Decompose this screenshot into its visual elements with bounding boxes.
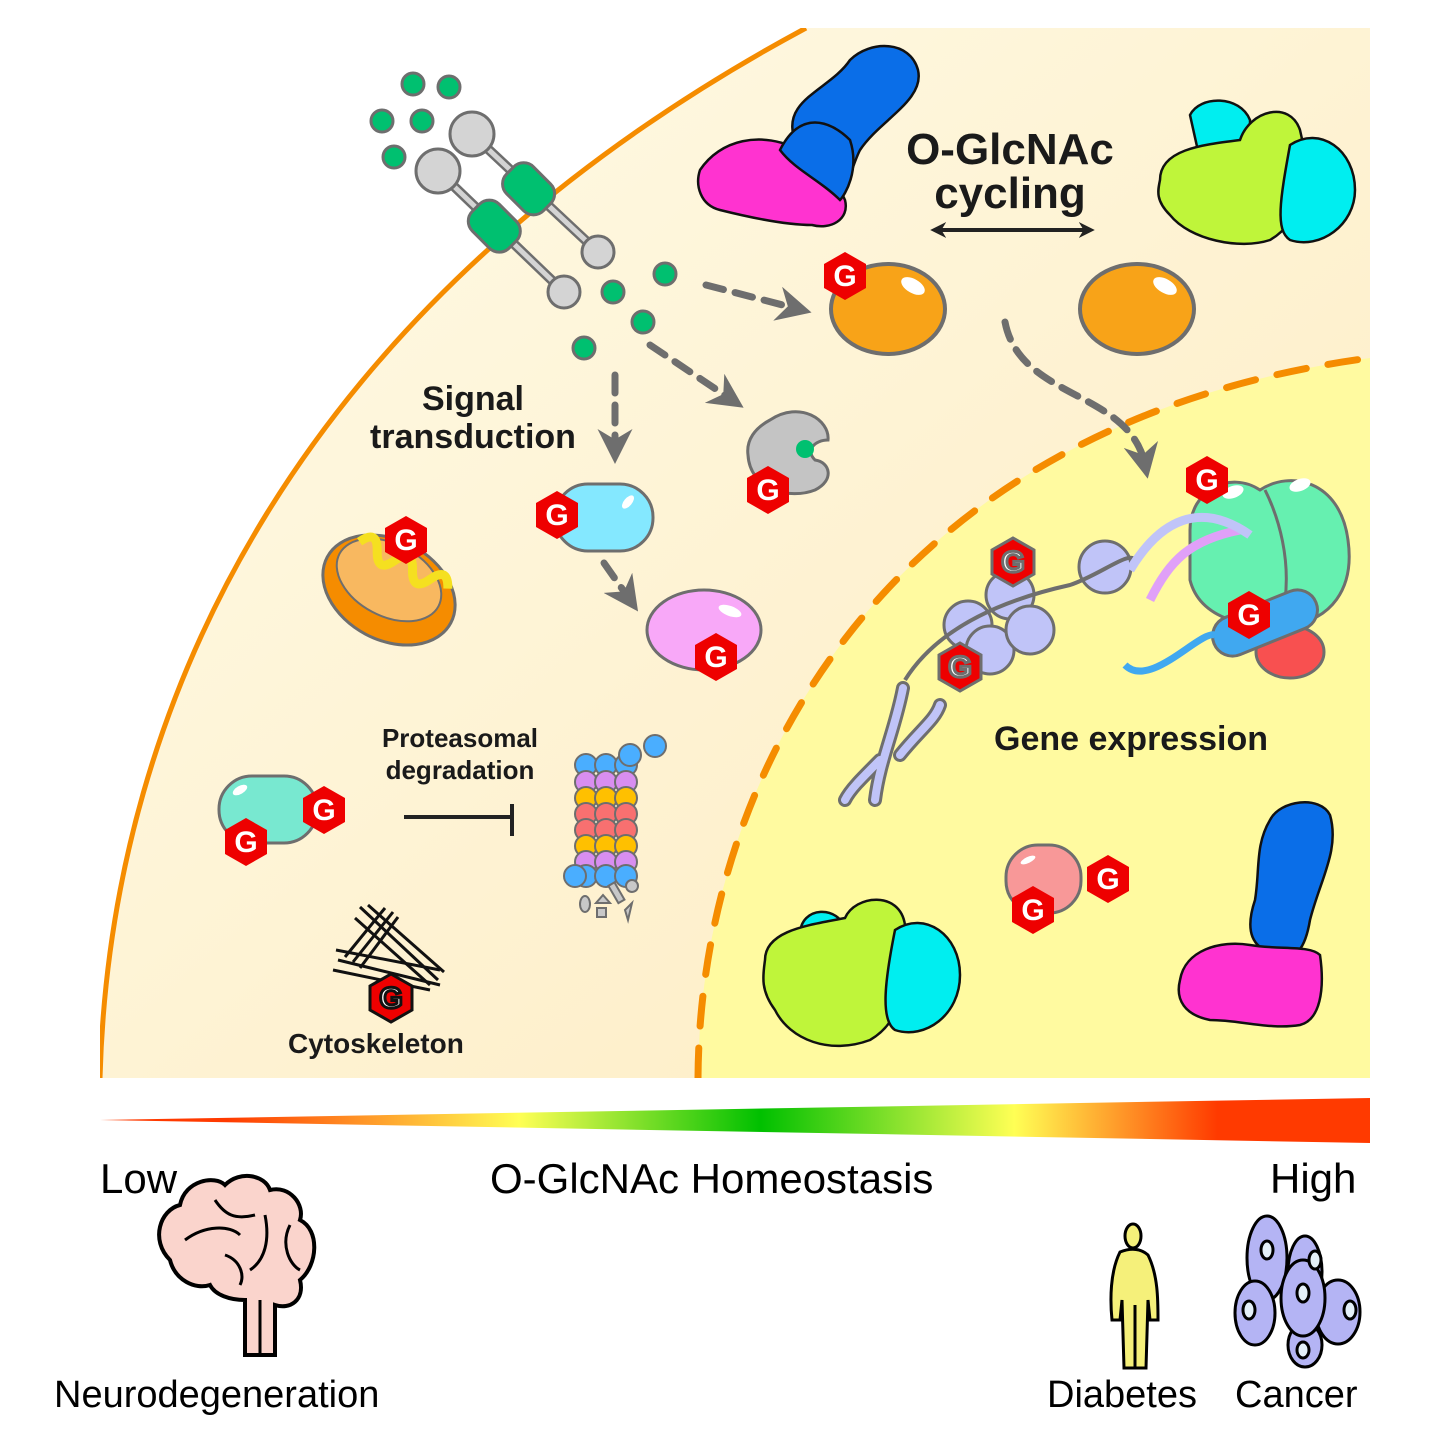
signal-label-line2: transduction xyxy=(370,418,576,456)
oga-structure-top-icon xyxy=(1157,99,1357,246)
scale-title: O-GlcNAc Homeostasis xyxy=(490,1155,934,1202)
signal-arrows xyxy=(597,281,1159,612)
plasma-membrane xyxy=(100,28,808,1078)
gray-enzyme-icon xyxy=(746,410,830,514)
chromosome-icon xyxy=(838,681,947,807)
disease-diabetes: Diabetes xyxy=(1047,1374,1197,1416)
intracellular-ligands xyxy=(571,261,678,361)
extracellular-ligands xyxy=(369,71,462,170)
teal-protein-glycosylated xyxy=(217,774,345,866)
nucleosomes-icon xyxy=(903,536,1137,693)
cycling-label-line2: cycling xyxy=(934,169,1086,218)
ogt-structure-top-icon xyxy=(696,44,920,228)
orange-protein-unmodified xyxy=(1078,262,1196,356)
gene-expression-label: Gene expression xyxy=(994,720,1269,758)
cytoskeleton-icon xyxy=(332,903,445,1024)
proteasome-icon xyxy=(563,734,667,924)
cycling-label-line1: O-GlcNAc xyxy=(906,125,1114,174)
pink-protein xyxy=(645,588,763,681)
scale-high-label: High xyxy=(1270,1155,1357,1202)
scale-low-label: Low xyxy=(100,1155,178,1202)
oga-structure-bottom-icon xyxy=(762,898,962,1048)
cycling-label: O-GlcNAc cycling xyxy=(880,128,1140,216)
receptor-dimer-icon xyxy=(414,110,616,310)
cytoskeleton-label: Cytoskeleton xyxy=(288,1028,464,1059)
proteasome-label-line2: degradation xyxy=(385,755,535,785)
mitochondrion-icon xyxy=(321,516,457,647)
proteasome-label-line1: Proteasomal xyxy=(381,723,539,753)
orange-protein-glycosylated xyxy=(824,252,947,356)
nuclear-envelope-dashed xyxy=(694,354,1370,1078)
ogt-structure-bottom-icon xyxy=(1177,801,1334,1028)
disease-neurodegeneration: Neurodegeneration xyxy=(54,1374,380,1416)
signal-transduction-label: Signal transduction xyxy=(348,380,598,456)
brain-icon xyxy=(157,1174,317,1357)
disease-cancer: Cancer xyxy=(1235,1374,1358,1416)
cyan-protein xyxy=(536,482,655,553)
rna-polymerase-icon xyxy=(1122,456,1351,680)
inhibition-symbol xyxy=(404,804,514,836)
salmon-protein-glycosylated xyxy=(1004,843,1129,934)
homeostasis-gradient-bar xyxy=(100,1098,1370,1143)
cancer-cells-icon xyxy=(1233,1214,1362,1369)
signal-label-line1: Signal xyxy=(421,380,525,418)
person-icon xyxy=(1109,1222,1160,1370)
proteasomal-degradation-label: Proteasomal degradation xyxy=(350,722,570,786)
